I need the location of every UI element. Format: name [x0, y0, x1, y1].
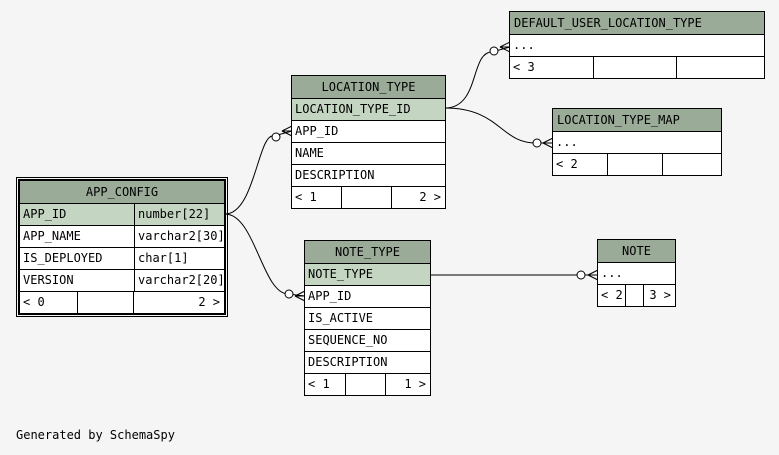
column-type: varchar2[20]: [134, 270, 224, 291]
column-type: number[22]: [134, 204, 224, 225]
crowfoot-circle: [271, 132, 281, 142]
rel-appconfig-notetype: [224, 213, 306, 297]
table-row: ...: [510, 35, 764, 57]
column-name: LOCATION_TYPE_ID: [295, 102, 411, 116]
rel-locationtype-default: [444, 46, 511, 109]
parents-count[interactable]: < 2: [556, 157, 578, 171]
generated-by-caption: Generated by SchemaSpy: [16, 428, 175, 442]
table-row: IS_DEPLOYED char[1]: [20, 248, 224, 270]
column-name: DESCRIPTION: [308, 355, 388, 369]
table-title[interactable]: NOTE_TYPE: [305, 241, 430, 264]
table-footer: < 2 3 >: [598, 285, 675, 306]
footer-spacer: [77, 292, 133, 313]
parents-count[interactable]: < 1: [308, 377, 330, 391]
children-count[interactable]: 2 >: [391, 187, 445, 208]
parents-count[interactable]: < 0: [23, 295, 45, 309]
table-footer: < 2: [553, 154, 721, 175]
parents-count[interactable]: < 2: [601, 288, 623, 302]
column-name: APP_ID: [295, 124, 339, 138]
table-note[interactable]: NOTE ... < 2 3 >: [597, 239, 676, 307]
footer-spacer: [344, 374, 386, 395]
column-name: IS_DEPLOYED: [23, 251, 103, 265]
table-location-type[interactable]: LOCATION_TYPE LOCATION_TYPE_ID APP_ID NA…: [291, 75, 446, 209]
column-name: ...: [601, 266, 623, 280]
table-row: ...: [598, 263, 675, 285]
column-name: NOTE_TYPE: [308, 267, 374, 281]
column-name: DESCRIPTION: [295, 168, 375, 182]
column-name: APP_ID: [23, 207, 67, 221]
parents-count[interactable]: < 1: [295, 190, 317, 204]
column-name: NAME: [295, 146, 324, 160]
table-row: APP_ID: [305, 286, 430, 308]
column-name: APP_NAME: [23, 229, 81, 243]
table-title[interactable]: LOCATION_TYPE: [292, 76, 445, 99]
table-note-type[interactable]: NOTE_TYPE NOTE_TYPE APP_ID IS_ACTIVE SEQ…: [304, 240, 431, 396]
column-type: varchar2[30]: [134, 226, 224, 247]
table-footer: < 1 1 >: [305, 374, 430, 395]
table-row: DESCRIPTION: [305, 352, 430, 374]
table-row: APP_ID number[22]: [20, 204, 224, 226]
children-count[interactable]: 2 >: [133, 292, 224, 313]
parents-count[interactable]: < 3: [513, 60, 535, 74]
table-title[interactable]: DEFAULT_USER_LOCATION_TYPE: [510, 12, 764, 35]
column-name: APP_ID: [308, 289, 352, 303]
children-count[interactable]: 3 >: [643, 285, 675, 306]
crowfoot-circle: [284, 289, 294, 299]
table-row: ...: [553, 132, 721, 154]
table-row: LOCATION_TYPE_ID: [292, 99, 445, 121]
crowfoot-circle: [576, 270, 586, 280]
footer-spacer: [592, 57, 677, 78]
children-count[interactable]: 1 >: [385, 374, 430, 395]
column-name: ...: [513, 38, 535, 52]
footer-spacer: [607, 154, 662, 175]
table-row: APP_ID: [292, 121, 445, 143]
table-title[interactable]: APP_CONFIG: [20, 181, 224, 204]
table-row: SEQUENCE_NO: [305, 330, 430, 352]
column-name: SEQUENCE_NO: [308, 333, 388, 347]
children-count: [662, 154, 721, 175]
table-row: DESCRIPTION: [292, 165, 445, 187]
column-name: IS_ACTIVE: [308, 311, 374, 325]
rel-appconfig-locationtype: [224, 130, 293, 215]
footer-spacer: [625, 285, 643, 306]
crowfoot-circle: [532, 138, 542, 148]
footer-spacer: [341, 187, 391, 208]
table-footer: < 1 2 >: [292, 187, 445, 208]
table-footer: < 3: [510, 57, 764, 78]
crowfoot-circle: [489, 46, 499, 56]
table-row: IS_ACTIVE: [305, 308, 430, 330]
column-name: ...: [556, 135, 578, 149]
table-row: NAME: [292, 143, 445, 165]
table-row: VERSION varchar2[20]: [20, 270, 224, 292]
table-default-user-location-type[interactable]: DEFAULT_USER_LOCATION_TYPE ... < 3: [509, 11, 765, 79]
table-title[interactable]: NOTE: [598, 240, 675, 263]
table-row: APP_NAME varchar2[30]: [20, 226, 224, 248]
table-footer: < 0 2 >: [20, 292, 224, 313]
table-location-type-map[interactable]: LOCATION_TYPE_MAP ... < 2: [552, 108, 722, 176]
children-count: [676, 57, 764, 78]
table-row: NOTE_TYPE: [305, 264, 430, 286]
table-app-config[interactable]: APP_CONFIG APP_ID number[22] APP_NAME va…: [16, 177, 228, 317]
rel-locationtype-map: [444, 107, 553, 144]
column-type: char[1]: [134, 248, 224, 269]
column-name: VERSION: [23, 273, 74, 287]
table-title[interactable]: LOCATION_TYPE_MAP: [553, 109, 721, 132]
